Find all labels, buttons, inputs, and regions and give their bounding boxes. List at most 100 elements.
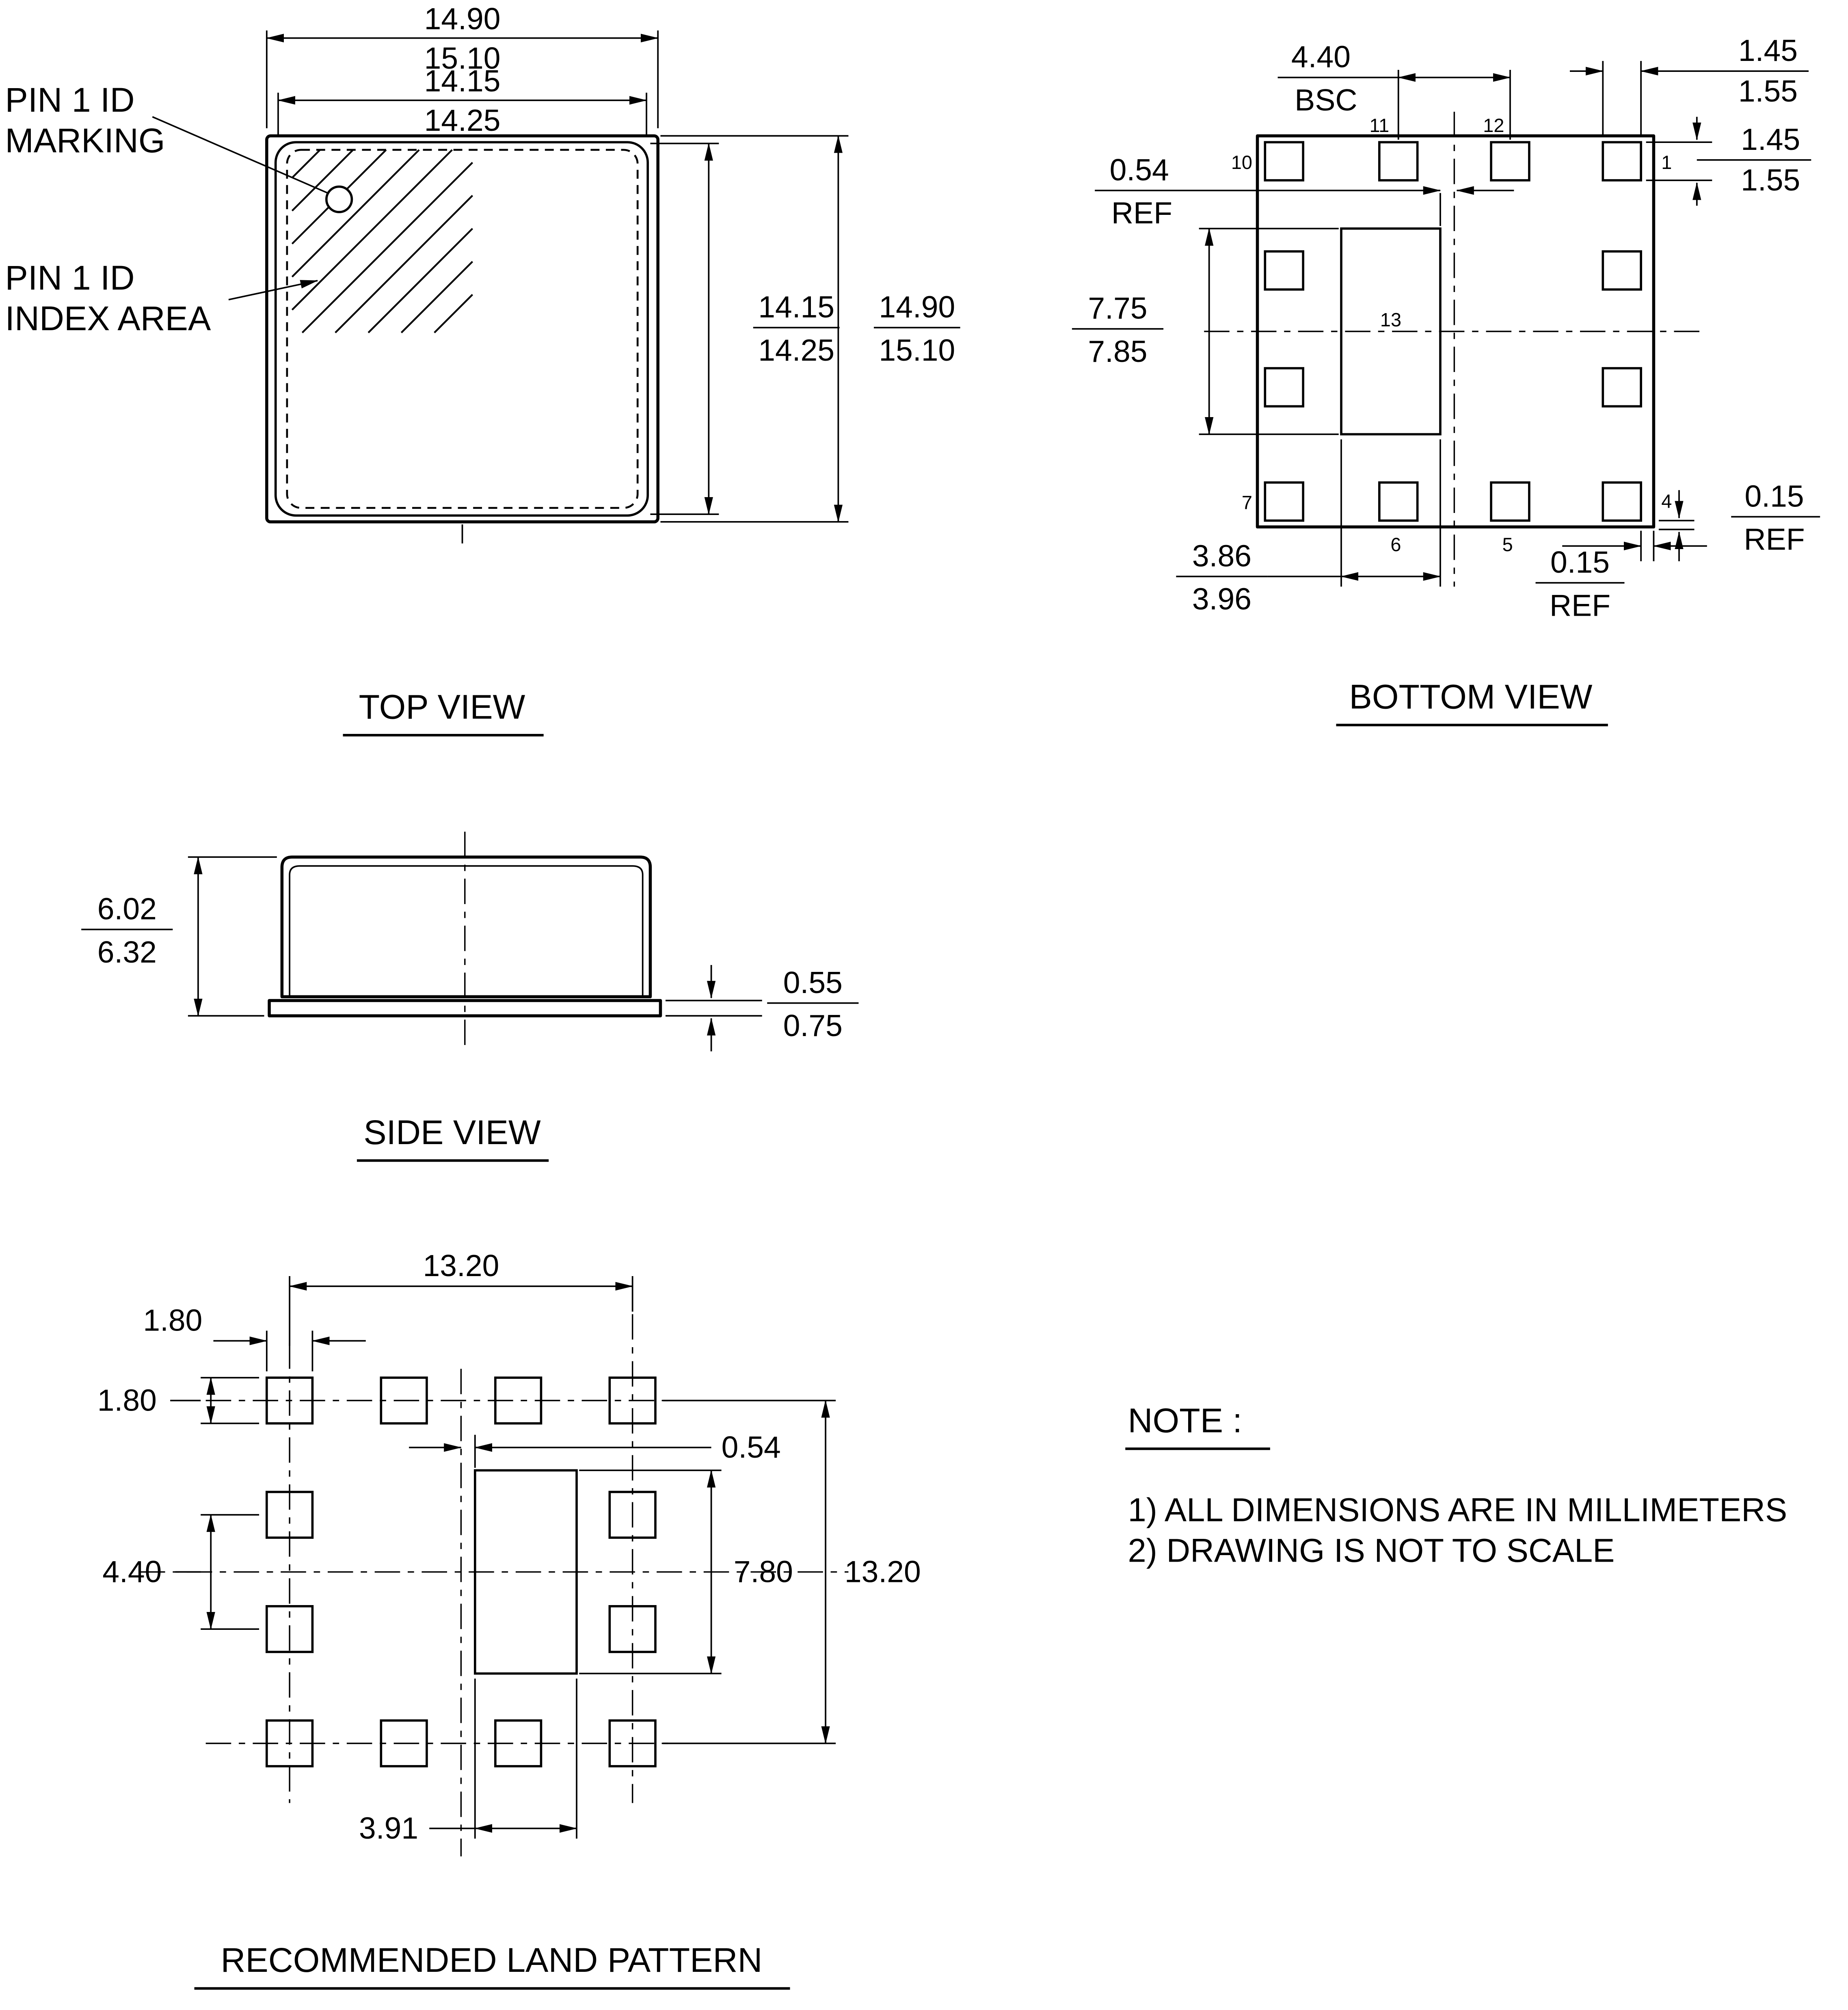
top-view: 14.90 15.10 14.15 14.25 14.15 14.25 14.9… bbox=[5, 2, 960, 737]
dim-inner-width-upper: 14.15 bbox=[424, 64, 501, 98]
land-pad-thermal bbox=[473, 1469, 578, 1675]
land-pad bbox=[266, 1719, 314, 1768]
bottom-view-centerlines bbox=[1204, 112, 1700, 587]
pin1-index-label-line2: INDEX AREA bbox=[5, 299, 212, 338]
bottom-view-pads bbox=[1264, 141, 1642, 522]
package-hidden-edge bbox=[286, 149, 639, 509]
dim-pad-width-upper: 1.45 bbox=[1738, 33, 1798, 67]
dim-outer-height-upper: 14.90 bbox=[879, 290, 955, 324]
land-pad bbox=[494, 1719, 543, 1768]
land-pattern-title: RECOMMENDED LAND PATTERN bbox=[220, 1941, 762, 1979]
dim-edge-gap-bottom-qualifier: REF bbox=[1550, 588, 1610, 622]
pin-label-4: 4 bbox=[1661, 491, 1672, 512]
pin1-index-leader bbox=[228, 280, 318, 301]
dim-pad-width-lower: 1.55 bbox=[1738, 74, 1798, 108]
pin-label-11: 11 bbox=[1369, 115, 1389, 136]
pad bbox=[1264, 367, 1304, 408]
land-pad bbox=[266, 1491, 314, 1539]
dim-outer-width-upper: 14.90 bbox=[424, 2, 501, 36]
pin-label-7: 7 bbox=[1242, 492, 1252, 513]
note-item-2: 2) DRAWING IS NOT TO SCALE bbox=[1128, 1532, 1615, 1569]
top-view-dimension-lines bbox=[152, 30, 960, 523]
dim-outer-width-lower: 15.10 bbox=[424, 41, 501, 75]
pin1-marking-label-line2: MARKING bbox=[5, 121, 165, 160]
pad-10 bbox=[1264, 141, 1304, 182]
dim-outer-height-lower: 15.10 bbox=[879, 333, 955, 367]
land-pad bbox=[608, 1491, 657, 1539]
dim-thermal-height-upper: 7.75 bbox=[1088, 291, 1147, 325]
dim-thermal-height-lower: 7.85 bbox=[1088, 334, 1147, 368]
pad-7 bbox=[1264, 481, 1304, 522]
dim-edge-gap-bottom-value: 0.15 bbox=[1550, 545, 1610, 579]
top-view-title: TOP VIEW bbox=[359, 688, 525, 726]
dim-center-offset: 0.54 bbox=[722, 1430, 781, 1464]
note-title: NOTE : bbox=[1128, 1402, 1242, 1440]
dim-thermal-width-lower: 3.96 bbox=[1192, 582, 1251, 616]
pad-11 bbox=[1378, 141, 1419, 182]
land-pad bbox=[494, 1376, 543, 1425]
dim-base-lower: 0.75 bbox=[783, 1008, 843, 1043]
land-pad bbox=[266, 1376, 314, 1425]
pin-label-1: 1 bbox=[1661, 152, 1672, 173]
land-pad bbox=[608, 1605, 657, 1653]
package-lid-edge bbox=[274, 141, 649, 517]
package-side-lid-seam bbox=[289, 865, 644, 997]
pin-label-12: 12 bbox=[1483, 115, 1504, 136]
dim-center-offset-value: 0.54 bbox=[1110, 153, 1169, 187]
dim-inner-width-lower: 14.25 bbox=[424, 103, 501, 137]
pin-label-5: 5 bbox=[1502, 534, 1513, 555]
package-side-body bbox=[280, 855, 652, 998]
dim-thermal-width: 3.91 bbox=[359, 1811, 418, 1845]
land-pad bbox=[380, 1719, 428, 1768]
pad-6 bbox=[1378, 481, 1419, 522]
bottom-view: 4.40 BSC 1.45 1.55 1.45 1.55 0.54 REF 7.… bbox=[1072, 33, 1820, 727]
pad-5 bbox=[1490, 481, 1530, 522]
land-pad bbox=[608, 1376, 657, 1425]
pin1-marking-leader bbox=[152, 116, 328, 194]
pad-12 bbox=[1490, 141, 1530, 182]
package-base-plate bbox=[268, 999, 662, 1017]
dim-pad-width: 1.80 bbox=[143, 1303, 202, 1337]
dim-pad-height: 1.80 bbox=[97, 1383, 157, 1417]
dim-center-offset-qualifier: REF bbox=[1111, 196, 1172, 230]
pin1-marking-dot bbox=[325, 185, 353, 213]
pin-label-13: 13 bbox=[1380, 309, 1401, 330]
pin-label-10: 10 bbox=[1231, 152, 1252, 173]
dim-base-upper: 0.55 bbox=[783, 965, 843, 1000]
notes: NOTE : 1) ALL DIMENSIONS ARE IN MILLIMET… bbox=[1125, 1402, 1787, 1569]
dim-inner-height-upper: 14.15 bbox=[758, 290, 834, 324]
dim-edge-gap-right-value: 0.15 bbox=[1745, 479, 1804, 513]
pad bbox=[1264, 250, 1304, 291]
side-view: 6.02 6.32 0.55 0.75 SIDE VIEW bbox=[81, 831, 859, 1162]
pin1-marking-label-line1: PIN 1 ID bbox=[5, 81, 135, 119]
land-pattern-pads bbox=[266, 1376, 657, 1768]
pin1-index-label-line1: PIN 1 ID bbox=[5, 259, 135, 297]
bottom-view-title: BOTTOM VIEW bbox=[1349, 678, 1593, 716]
pad-1 bbox=[1602, 141, 1642, 182]
land-pad bbox=[266, 1605, 314, 1653]
dim-thermal-width-upper: 3.86 bbox=[1192, 539, 1251, 573]
dim-pad-height-upper: 1.45 bbox=[1741, 122, 1800, 156]
top-view-package-body bbox=[265, 134, 659, 544]
dim-height-lower: 6.32 bbox=[97, 935, 157, 969]
land-pad bbox=[380, 1376, 428, 1425]
pin-label-6: 6 bbox=[1390, 534, 1401, 555]
side-view-title: SIDE VIEW bbox=[363, 1113, 541, 1151]
land-pad bbox=[608, 1719, 657, 1768]
land-pattern: 13.20 1.80 1.80 0.54 4.40 7.80 13.20 3.9… bbox=[97, 1248, 921, 1990]
dim-edge-gap-right-qualifier: REF bbox=[1744, 522, 1805, 556]
note-item-1: 1) ALL DIMENSIONS ARE IN MILLIMETERS bbox=[1128, 1491, 1787, 1528]
dim-thermal-height: 7.80 bbox=[734, 1554, 793, 1588]
dim-pitch-y: 4.40 bbox=[102, 1554, 162, 1588]
pad bbox=[1602, 250, 1642, 291]
pad-4 bbox=[1602, 481, 1642, 522]
dim-pad-height-lower: 1.55 bbox=[1741, 163, 1800, 197]
dim-span-x: 13.20 bbox=[423, 1248, 499, 1283]
dim-pitch-value: 4.40 bbox=[1291, 40, 1351, 74]
pin1-index-hatch bbox=[291, 149, 473, 333]
dim-pitch-qualifier: BSC bbox=[1295, 83, 1357, 117]
bottom-view-dimension-lines bbox=[1072, 61, 1820, 587]
package-outer-edge bbox=[265, 134, 659, 524]
pad bbox=[1602, 367, 1642, 408]
land-pattern-dimension-lines bbox=[170, 1276, 836, 1839]
